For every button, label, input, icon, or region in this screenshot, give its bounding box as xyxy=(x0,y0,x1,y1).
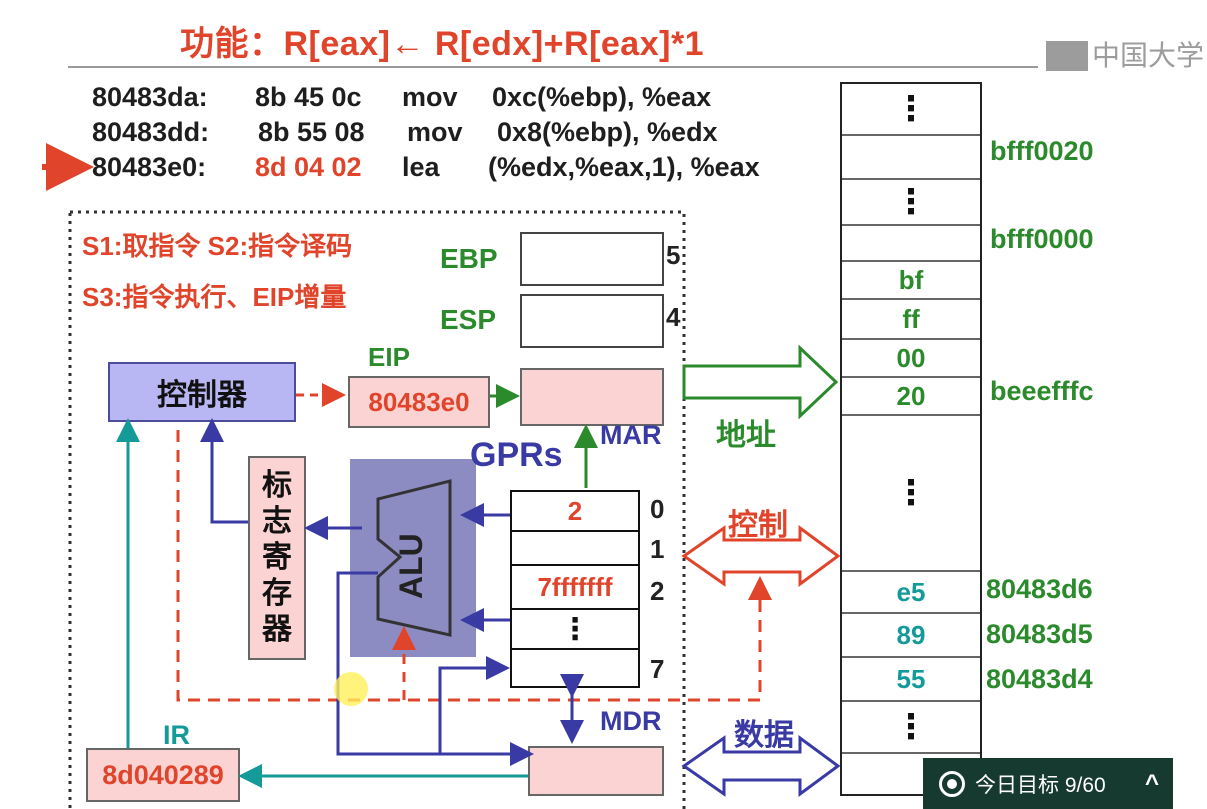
code-addr: 80483dd: xyxy=(92,117,210,147)
progress-ring-icon xyxy=(939,770,965,797)
memory-cell: e5 xyxy=(842,570,980,612)
esp-index: 4 xyxy=(666,302,681,332)
memory-cell: ⋮ xyxy=(842,178,980,224)
flags-register: 标 志 寄 存 器 xyxy=(248,456,306,660)
data-bus-label: 数据 xyxy=(734,719,794,752)
memory-address: beeefffc xyxy=(990,376,1094,406)
gpr-file: 2 7fffffff ⋮ xyxy=(510,490,640,688)
daily-goal-widget[interactable]: 今日目标 9/60 ^ xyxy=(923,758,1173,809)
code-args: 0x8(%ebp), %edx xyxy=(497,117,718,147)
code-bytes: 8d 04 02 xyxy=(255,152,362,182)
code-op: mov xyxy=(407,117,463,147)
flags-char: 存 xyxy=(262,577,292,610)
gpr-index: 7 xyxy=(650,654,665,684)
mdr-register xyxy=(528,746,664,796)
gpr-cell xyxy=(512,532,638,566)
memory-cell: 20 xyxy=(842,376,980,414)
memory-cell xyxy=(842,134,980,178)
memory-cell: ⋮ xyxy=(842,700,980,752)
esp-register xyxy=(520,294,664,348)
code-addr: 80483da: xyxy=(92,82,208,112)
code-bytes: 8b 45 0c xyxy=(255,82,362,112)
flags-char: 志 xyxy=(262,505,292,538)
memory-cell: 89 xyxy=(842,612,980,656)
code-bytes: 8b 55 08 xyxy=(258,117,365,147)
gpr-cell: 2 xyxy=(512,492,638,532)
gpr-cell: ⋮ xyxy=(512,610,638,650)
eip-label: EIP xyxy=(368,342,410,372)
address-bus-label: 地址 xyxy=(716,419,776,452)
control-bus-arrow xyxy=(681,525,841,587)
title-divider xyxy=(68,66,1038,68)
logo-icon xyxy=(1046,41,1088,71)
alu-label: ALU xyxy=(393,533,429,599)
alu-shape: ALU xyxy=(376,479,452,637)
gpr-index: 1 xyxy=(650,534,665,564)
mdr-label: MDR xyxy=(600,706,662,736)
daily-goal-label: 今日目标 9/60 xyxy=(975,773,1106,797)
memory-address: bfff0020 xyxy=(990,136,1094,166)
code-args: (%edx,%eax,1), %eax xyxy=(488,152,760,182)
address-bus-arrow xyxy=(682,344,839,420)
alu-background xyxy=(350,459,476,657)
flags-char: 标 xyxy=(262,469,292,502)
memory-cell: 55 xyxy=(842,656,980,700)
esp-label: ESP xyxy=(440,304,497,335)
memory-cell: bf xyxy=(842,260,980,298)
control-bus-label: 控制 xyxy=(728,509,788,542)
code-op: lea xyxy=(402,152,440,182)
mar-label: MAR xyxy=(600,420,662,450)
controller-box: 控制器 xyxy=(108,362,296,422)
gpr-cell: 7fffffff xyxy=(512,566,638,610)
memory-address: 80483d4 xyxy=(986,664,1093,694)
gprs-label: GPRs xyxy=(470,436,563,474)
gpr-index: 2 xyxy=(650,576,665,606)
ir-label: IR xyxy=(163,720,190,750)
ebp-index: 5 xyxy=(666,240,681,270)
eip-register: 80483e0 xyxy=(348,376,490,428)
gpr-index: 0 xyxy=(650,494,665,524)
memory-address: 80483d6 xyxy=(986,574,1093,604)
logo-text: 中国大学 xyxy=(1092,40,1205,71)
ebp-register xyxy=(520,232,664,286)
flags-char: 器 xyxy=(262,613,292,646)
logo: 中国大学 xyxy=(1046,34,1204,74)
code-addr: 80483e0: xyxy=(92,152,207,182)
stage-line-2: S3:指令执行、EIP增量 xyxy=(82,282,347,312)
slide-title: 功能：R[eax]← R[edx]+R[eax]*1 xyxy=(180,25,705,63)
ebp-label: EBP xyxy=(440,243,498,274)
memory-address: bfff0000 xyxy=(990,224,1094,254)
memory-cell xyxy=(842,224,980,260)
ir-register: 8d040289 xyxy=(86,748,240,802)
memory-cell: ⋮ xyxy=(842,414,980,570)
code-args: 0xc(%ebp), %eax xyxy=(492,82,712,112)
memory-column: ⋮ ⋮ bf ff 00 20 ⋮ e5 89 55 ⋮ xyxy=(840,82,982,796)
stage-line-1: S1:取指令 S2:指令译码 xyxy=(82,231,353,261)
memory-cell: ff xyxy=(842,298,980,338)
memory-address: 80483d5 xyxy=(986,619,1093,649)
mouse-cursor-highlight xyxy=(334,672,368,706)
memory-cell xyxy=(842,752,980,792)
chevron-up-icon[interactable]: ^ xyxy=(1144,769,1159,797)
flags-char: 寄 xyxy=(262,541,292,574)
data-bus-arrow xyxy=(681,735,841,797)
code-op: mov xyxy=(402,82,458,112)
memory-cell: 00 xyxy=(842,338,980,376)
memory-cell: ⋮ xyxy=(894,90,928,128)
